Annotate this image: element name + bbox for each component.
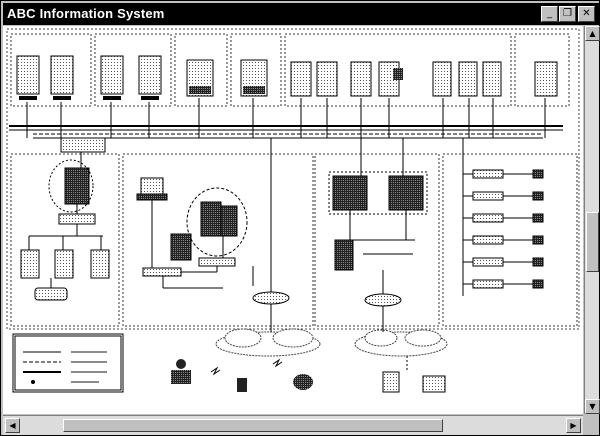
server-group-d[interactable] [230, 33, 282, 107]
server-group-f[interactable] [514, 33, 570, 107]
maximize-button[interactable]: ❐ [559, 6, 576, 22]
close-button[interactable]: ✕ [578, 6, 595, 22]
cloud-left[interactable] [215, 328, 321, 357]
title-bar[interactable]: ABC Information System _ ❐ ✕ [3, 3, 599, 25]
satellite-dish-icon[interactable] [293, 374, 313, 390]
subnet-box-3 [314, 153, 440, 327]
scroll-left-button[interactable]: ◀ [5, 418, 20, 433]
building-icon[interactable] [382, 371, 446, 393]
subnet-2-devices[interactable] [136, 138, 290, 305]
window-title: ABC Information System [7, 6, 165, 21]
subnet-1-devices[interactable] [20, 152, 110, 301]
scroll-down-button[interactable]: ▼ [585, 399, 600, 414]
cloud-right[interactable] [354, 329, 448, 357]
scroll-up-button[interactable]: ▲ [585, 26, 600, 41]
wireless-signal-icon [272, 358, 283, 368]
legend [12, 333, 124, 393]
network-diagram-canvas[interactable] [3, 26, 583, 414]
subnet-3-devices[interactable] [328, 138, 428, 307]
horizontal-scrollbar[interactable]: ◀ ▶ [3, 415, 583, 435]
pda-icon[interactable] [237, 378, 247, 392]
vertical-scroll-thumb[interactable] [586, 212, 599, 272]
network-diagram [6, 28, 580, 393]
server-group-a[interactable] [10, 33, 92, 107]
wireless-signal-icon [210, 366, 221, 376]
subnet-box-1 [10, 153, 120, 327]
subnet-box-2 [122, 153, 314, 327]
vertical-scrollbar[interactable]: ▲ ▼ [584, 26, 600, 414]
minimize-button[interactable]: _ [541, 6, 558, 22]
server-group-e[interactable] [284, 33, 512, 107]
subnet-4-devices[interactable] [462, 138, 544, 296]
subnet-box-4 [442, 153, 578, 327]
backbone-bus [9, 98, 563, 139]
remote-user-icon[interactable] [171, 359, 191, 384]
core-switch-left[interactable] [60, 137, 106, 153]
scroll-right-button[interactable]: ▶ [566, 418, 581, 433]
horizontal-scroll-thumb[interactable] [63, 419, 443, 432]
server-group-b[interactable] [94, 33, 172, 107]
server-group-c[interactable] [174, 33, 228, 107]
scrollbar-corner [584, 415, 599, 435]
